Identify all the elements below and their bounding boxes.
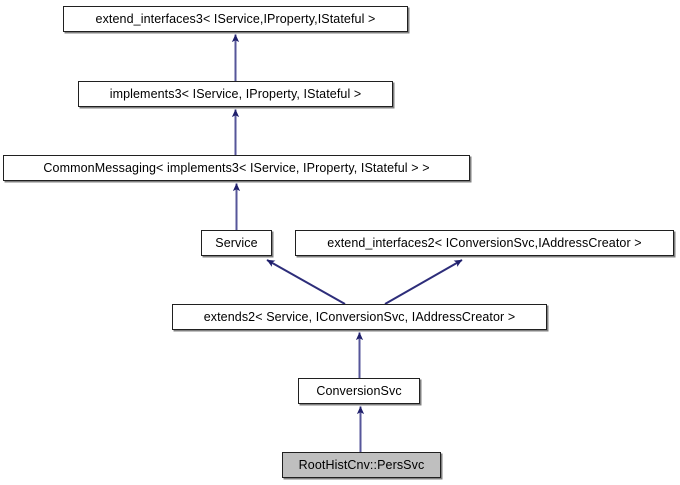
class-node-label: RootHistCnv::PersSvc bbox=[298, 457, 425, 472]
class-node-label: extend_interfaces3< IService,IProperty,I… bbox=[95, 11, 376, 26]
class-node-label: implements3< IService, IProperty, IState… bbox=[109, 86, 362, 101]
class-node-extend-interfaces3[interactable]: extend_interfaces3< IService,IProperty,I… bbox=[63, 6, 408, 32]
class-node-conversion-svc[interactable]: ConversionSvc bbox=[298, 378, 420, 404]
class-node-extends2[interactable]: extends2< Service, IConversionSvc, IAddr… bbox=[172, 304, 547, 330]
class-node-label: extends2< Service, IConversionSvc, IAddr… bbox=[203, 309, 516, 324]
edge-extends2-to-service bbox=[266, 259, 346, 305]
class-node-label: ConversionSvc bbox=[316, 383, 402, 398]
edge-extends2-to-extend-interfaces2 bbox=[384, 259, 463, 305]
class-node-common-messaging[interactable]: CommonMessaging< implements3< IService, … bbox=[3, 155, 470, 181]
class-node-implements3[interactable]: implements3< IService, IProperty, IState… bbox=[78, 81, 393, 107]
class-node-label: extend_interfaces2< IConversionSvc,IAddr… bbox=[327, 235, 642, 250]
class-node-service[interactable]: Service bbox=[201, 230, 272, 256]
class-node-label: Service bbox=[215, 235, 258, 250]
class-node-extend-interfaces2[interactable]: extend_interfaces2< IConversionSvc,IAddr… bbox=[295, 230, 674, 256]
class-node-root-hist-cnv-pers-svc[interactable]: RootHistCnv::PersSvc bbox=[282, 452, 441, 478]
class-node-label: CommonMessaging< implements3< IService, … bbox=[43, 160, 430, 175]
